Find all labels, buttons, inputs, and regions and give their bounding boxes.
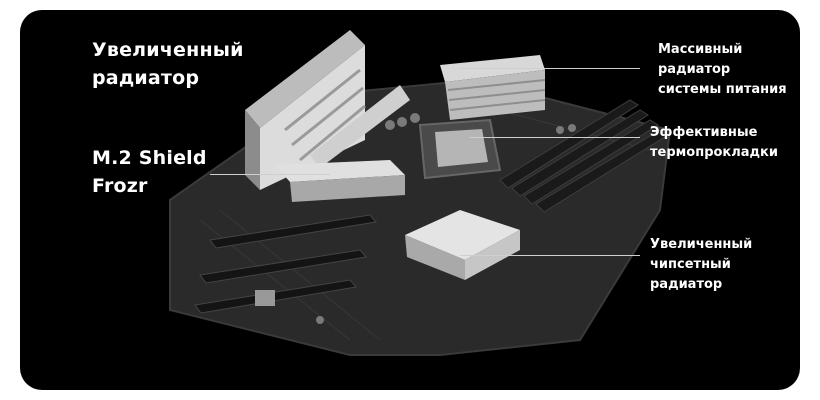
vrm-heatsink xyxy=(440,55,546,120)
connector-block xyxy=(255,290,275,306)
ram-slots xyxy=(499,99,669,213)
callout-line-chipset xyxy=(460,255,640,256)
label-m2-shield-frozr: M.2 Shield Frozr xyxy=(92,147,207,197)
callout-line-m2 xyxy=(210,174,330,175)
label-large-heatsink: Увеличенный радиатор xyxy=(92,39,244,89)
pcie-slots xyxy=(194,214,377,314)
motherboard-image xyxy=(169,30,672,356)
label-vrm-heatsink: Массивный радиатор системы питания xyxy=(658,42,787,97)
label-thermal-pads: Эффективные термопрокладки xyxy=(650,125,778,160)
callout-line-vrm xyxy=(460,68,640,69)
cpu-socket xyxy=(418,118,502,180)
label-chipset-heatsink: Увеличенный чипсетный радиатор xyxy=(650,237,753,292)
callout-line-thermal xyxy=(470,137,640,138)
product-feature-card: Увеличенный радиатор M.2 Shield Frozr Ма… xyxy=(20,10,800,390)
m2-shield-heatsink xyxy=(275,160,405,202)
